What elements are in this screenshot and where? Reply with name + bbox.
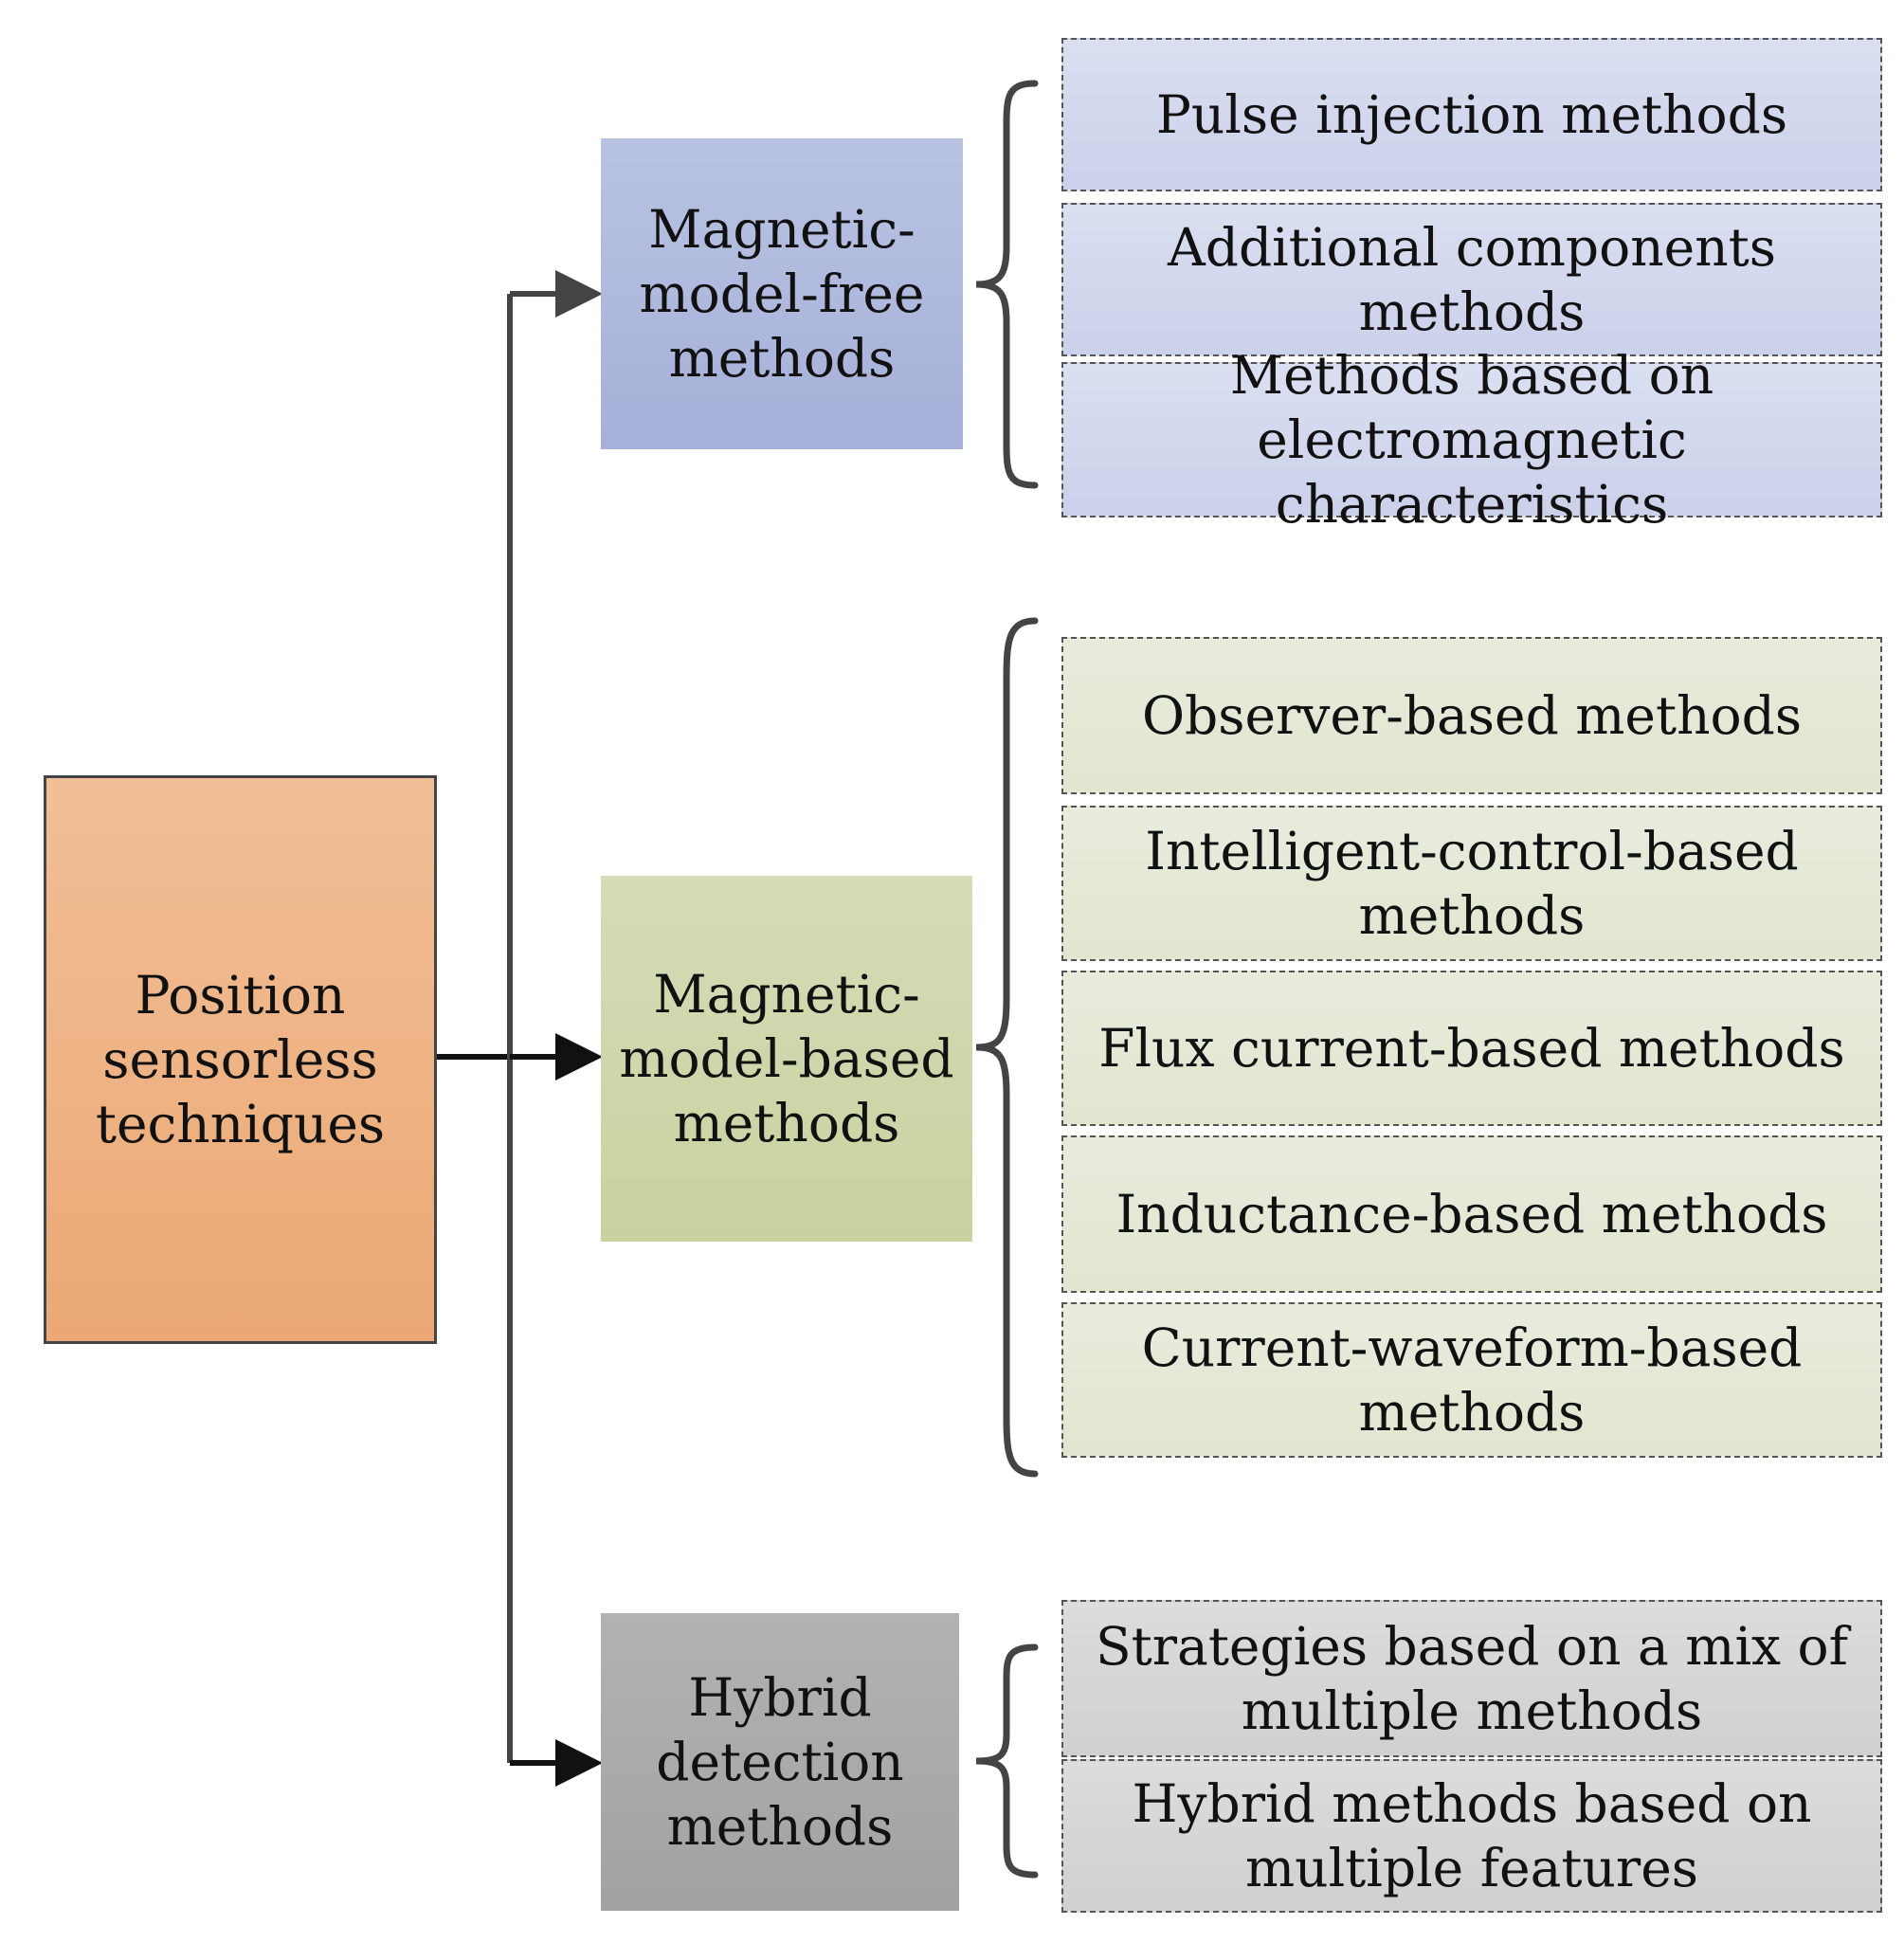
- category-label: Magnetic- model-based methods: [619, 964, 954, 1153]
- category-label: Magnetic- model-free methods: [639, 199, 925, 389]
- leaf-label: Hybrid methods based on multiple feature…: [1132, 1773, 1812, 1898]
- brace-magnetic-model-based: [975, 617, 1039, 1478]
- category-magnetic-model-based: Magnetic- model-based methods: [601, 876, 972, 1242]
- leaf-intelligent-control: Intelligent-control-based methods: [1061, 806, 1882, 961]
- leaf-label: Current-waveform-based methods: [1141, 1317, 1803, 1443]
- leaf-label: Pulse injection methods: [1155, 84, 1788, 145]
- category-hybrid-detection: Hybrid detection methods: [601, 1613, 959, 1911]
- brace-magnetic-model-free: [975, 80, 1039, 489]
- brace-hybrid-detection: [975, 1643, 1039, 1879]
- root-label: Position sensorless techniques: [95, 965, 386, 1154]
- leaf-multiple-features: Hybrid methods based on multiple feature…: [1061, 1759, 1882, 1913]
- leaf-label: Methods based on electromagnetic charact…: [1229, 345, 1714, 535]
- leaf-label: Strategies based on a mix of multiple me…: [1095, 1616, 1849, 1741]
- leaf-label: Inductance-based methods: [1115, 1184, 1828, 1244]
- category-label: Hybrid detection methods: [656, 1667, 904, 1857]
- leaf-label: Flux current-based methods: [1098, 1018, 1845, 1079]
- arrowhead-magnetic-model-based: [555, 1033, 603, 1080]
- leaf-label: Additional components methods: [1168, 217, 1776, 342]
- arrowhead-hybrid-detection: [555, 1739, 603, 1787]
- leaf-label: Observer-based methods: [1141, 685, 1803, 746]
- leaf-pulse-injection: Pulse injection methods: [1061, 38, 1882, 191]
- leaf-mix-of-methods: Strategies based on a mix of multiple me…: [1061, 1600, 1882, 1757]
- category-magnetic-model-free: Magnetic- model-free methods: [601, 138, 963, 449]
- leaf-inductance-based: Inductance-based methods: [1061, 1135, 1882, 1293]
- leaf-electromagnetic-characteristics: Methods based on electromagnetic charact…: [1061, 345, 1882, 535]
- leaf-flux-current: Flux current-based methods: [1061, 971, 1882, 1126]
- arrowhead-magnetic-model-free: [555, 270, 603, 318]
- leaf-label: Intelligent-control-based methods: [1145, 821, 1799, 946]
- root-node: Position sensorless techniques: [44, 775, 437, 1344]
- leaf-additional-components: Additional components methods: [1061, 203, 1882, 356]
- leaf-current-waveform: Current-waveform-based methods: [1061, 1302, 1882, 1458]
- leaf-observer-based: Observer-based methods: [1061, 637, 1882, 794]
